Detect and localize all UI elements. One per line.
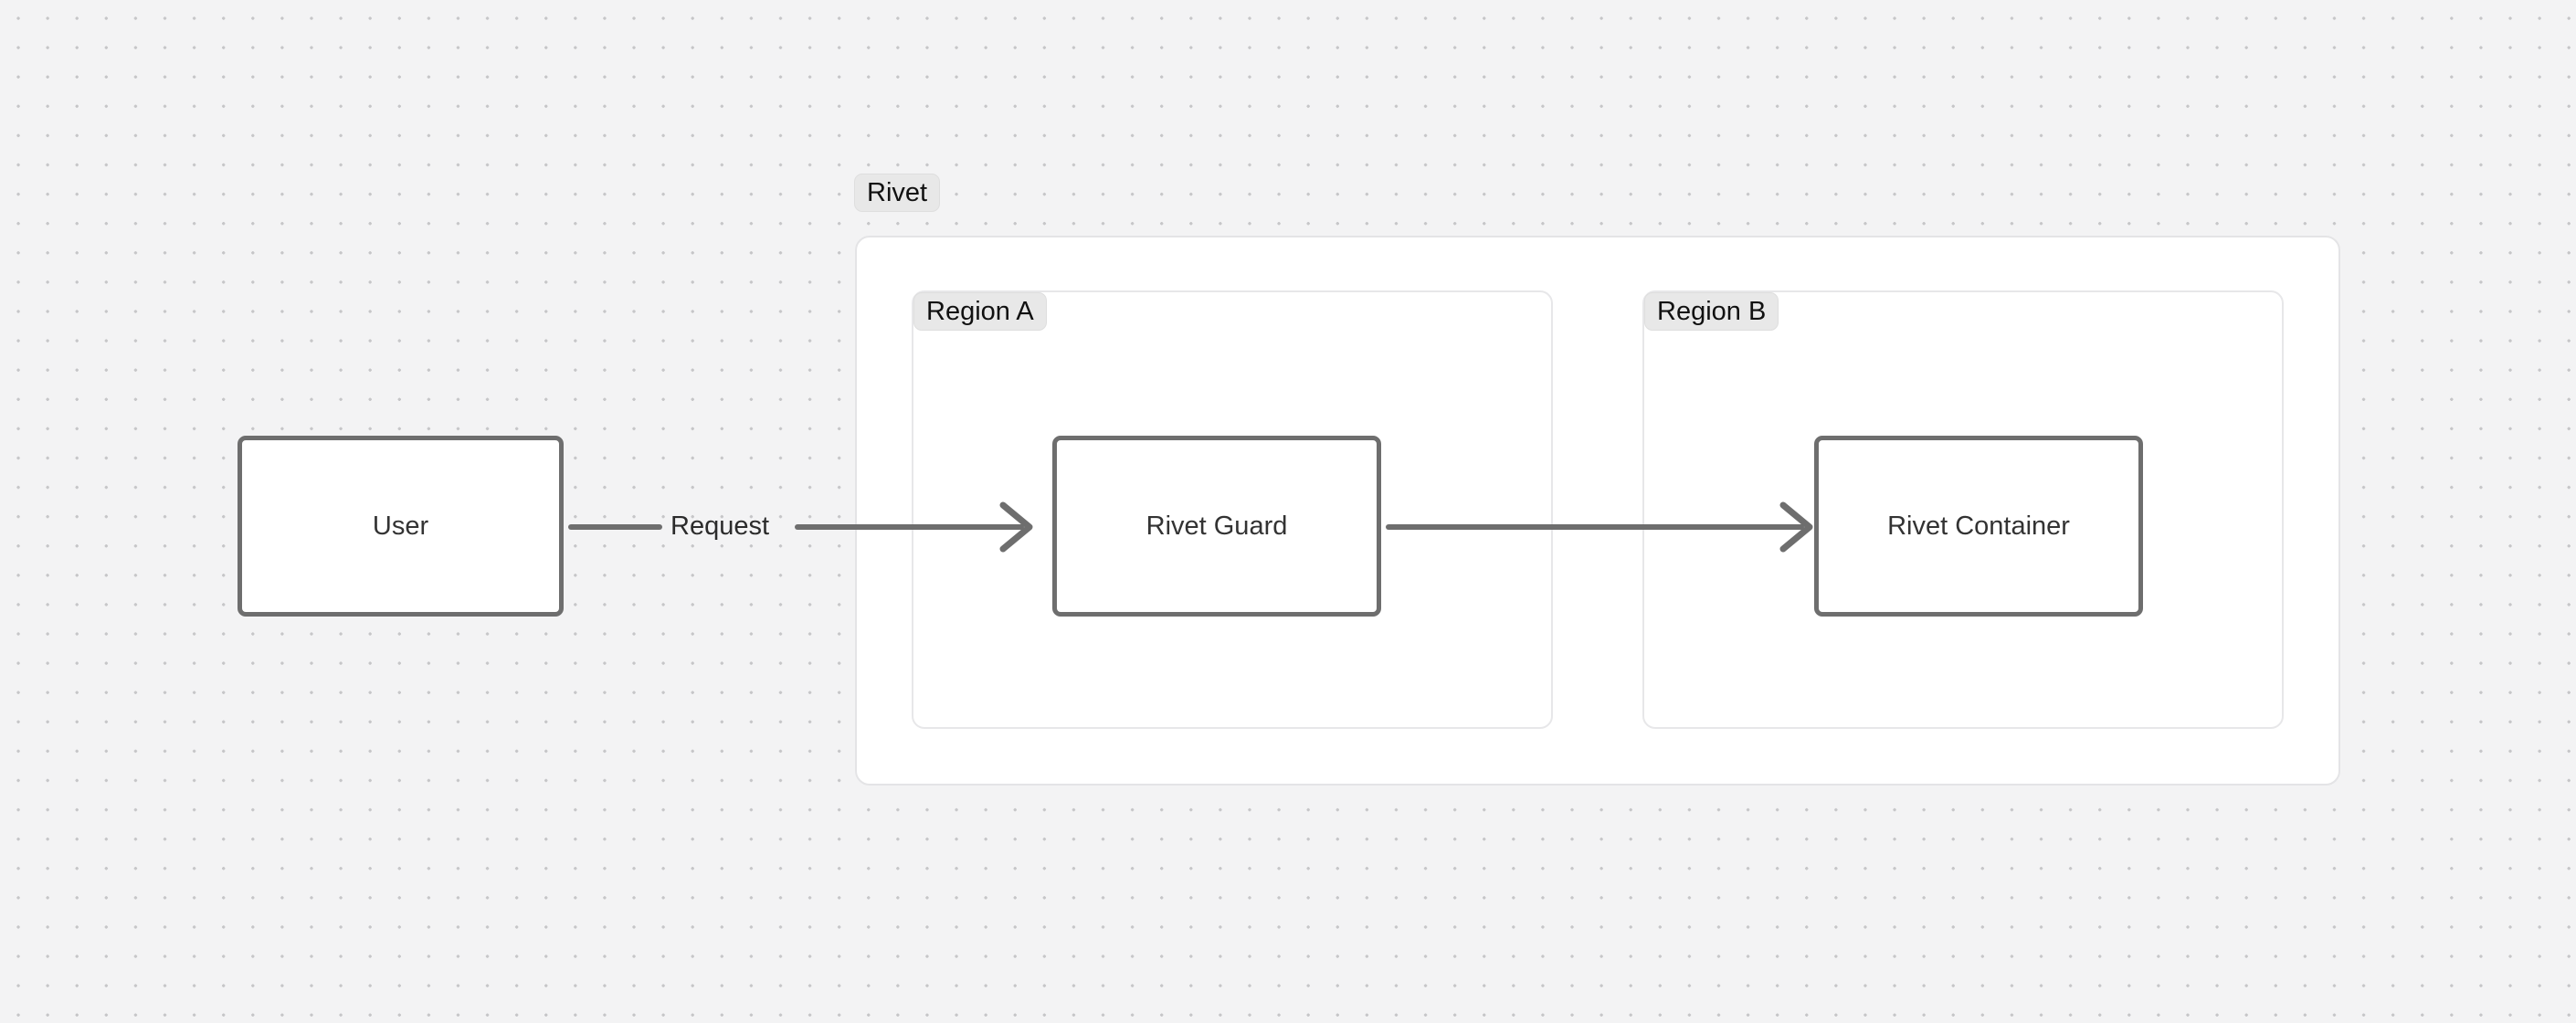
node-rivet-container[interactable]: Rivet Container (1814, 436, 2143, 617)
group-label-rivet[interactable]: Rivet (854, 174, 941, 212)
group-label-region-b[interactable]: Region B (1644, 292, 1779, 331)
node-rivet-guard[interactable]: Rivet Guard (1052, 436, 1381, 617)
group-label-region-a[interactable]: Region A (913, 292, 1047, 331)
node-rivet-guard-label: Rivet Guard (1145, 511, 1288, 541)
edge-label-request-text: Request (670, 512, 770, 541)
edge-label-request: Request (670, 513, 769, 540)
group-label-region-b-text: Region B (1657, 296, 1767, 326)
group-label-rivet-text: Rivet (867, 177, 928, 207)
node-rivet-container-label: Rivet Container (1887, 511, 2070, 541)
group-label-region-a-text: Region A (926, 296, 1034, 326)
node-user[interactable]: User (238, 436, 564, 617)
node-user-label: User (372, 511, 429, 541)
